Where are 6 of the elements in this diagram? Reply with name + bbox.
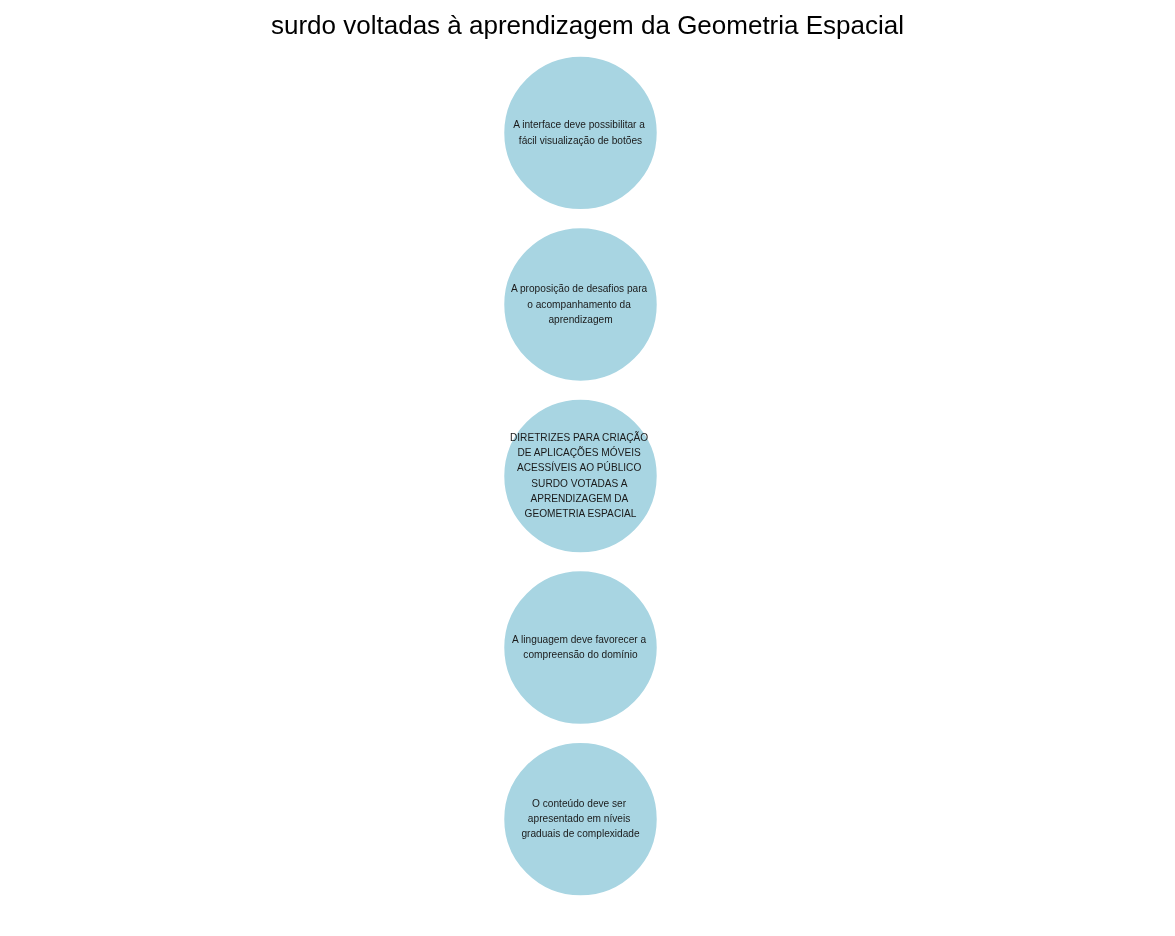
node-circle: A proposição de desafios para o acompanhamento da aprendizagem <box>501 225 659 383</box>
diagram-title: surdo voltadas à aprendizagem da Geometria Espacial <box>270 10 905 41</box>
node-circle: A linguagem deve favorecer a compreensão do domínio <box>501 569 659 727</box>
node-circle: O conteúdo deve ser apresentado em níveis graduais de complexidade <box>501 740 659 898</box>
node-circle: A interface deve possibilitar a fácil visualização de botões <box>501 54 659 212</box>
node-circle: DIRETRIZES PARA CRIAÇÃO DE APLICAÇÕES MÓVEIS ACESSÍVEIS AO PÚBLICO SURDO VOTADAS A APRENDIZAGEM DA GEOMETRIA ESPACIAL <box>501 397 659 555</box>
